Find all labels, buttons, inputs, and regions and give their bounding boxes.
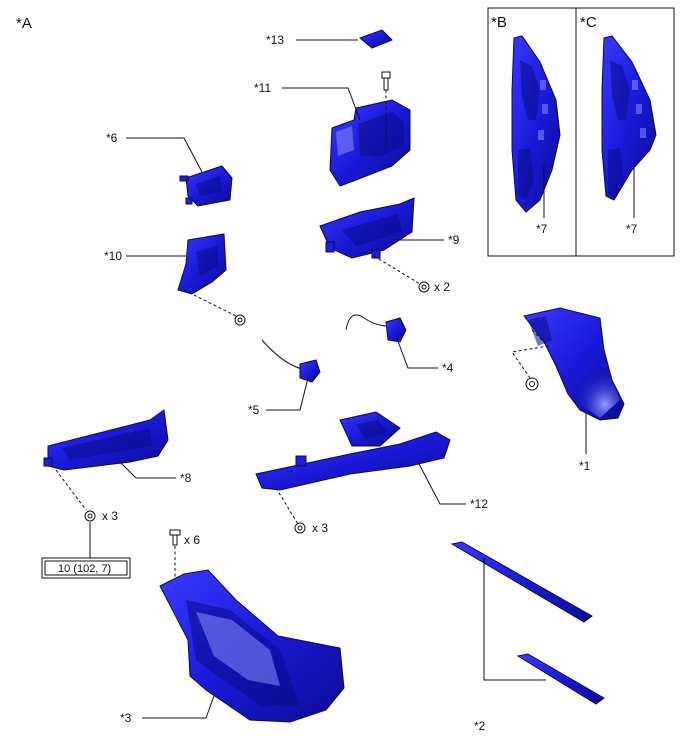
bolt-icon	[418, 281, 430, 293]
part-3-lower-trim	[159, 569, 345, 723]
part-5-switch	[261, 339, 321, 383]
callout-4: *4	[442, 361, 454, 375]
view-label-a: *A	[16, 15, 32, 32]
leader-11	[282, 87, 361, 121]
trim-panel-c	[601, 35, 657, 201]
trim-panel-b	[511, 35, 561, 213]
callout-1: *1	[579, 459, 591, 473]
bolt-icon	[169, 529, 181, 546]
callout-5: *5	[248, 403, 260, 417]
leader-8	[119, 461, 176, 479]
screw-icon	[381, 71, 391, 91]
quantity-9-bolts: x 2	[434, 280, 450, 294]
bolt-icon	[84, 510, 96, 522]
callout-7b: *7	[536, 222, 548, 236]
part-10-side-bracket	[177, 233, 227, 295]
bolt-icon	[234, 314, 246, 326]
part-9-brace	[319, 197, 415, 259]
callout-3: *3	[120, 711, 132, 725]
callout-2: *2	[474, 719, 486, 733]
part-2-scuff-strips	[450, 541, 605, 705]
leader-5	[266, 377, 309, 411]
leader-3	[142, 695, 215, 719]
part-8-lower-panel	[43, 409, 169, 471]
part-1-pillar-trim	[523, 307, 625, 421]
part-12-bracket-rail	[255, 411, 451, 491]
part-6-bracket	[179, 165, 233, 207]
leader-12	[417, 461, 466, 505]
leader-2	[483, 558, 546, 681]
view-label-c: *C	[580, 14, 597, 31]
quantity-3-bolts: x 6	[184, 533, 200, 547]
callout-10: *10	[104, 249, 122, 263]
callout-7c: *7	[626, 222, 638, 236]
bolt-icon	[294, 522, 306, 534]
torque-spec-box: 10 (102, 7)	[41, 557, 131, 579]
clip-icon	[525, 377, 539, 391]
callout-6: *6	[106, 131, 118, 145]
view-label-b: *B	[491, 14, 507, 31]
leader-6	[126, 137, 203, 173]
torque-spec: 10 (102, 7)	[58, 563, 111, 575]
quantity-8-bolts: x 3	[102, 509, 118, 523]
part-13-cover	[359, 29, 393, 49]
inset-views: *B *C *7 *7	[487, 7, 675, 257]
quantity-12-bolts: x 3	[312, 521, 328, 535]
callout-12: *12	[470, 497, 488, 511]
callout-11: *11	[254, 81, 271, 95]
part-4-switch	[345, 314, 407, 343]
callout-13: *13	[266, 33, 284, 47]
part-11-console-panel	[329, 99, 411, 187]
leader-4	[395, 335, 438, 369]
callout-8: *8	[180, 471, 192, 485]
callout-9: *9	[448, 233, 460, 247]
